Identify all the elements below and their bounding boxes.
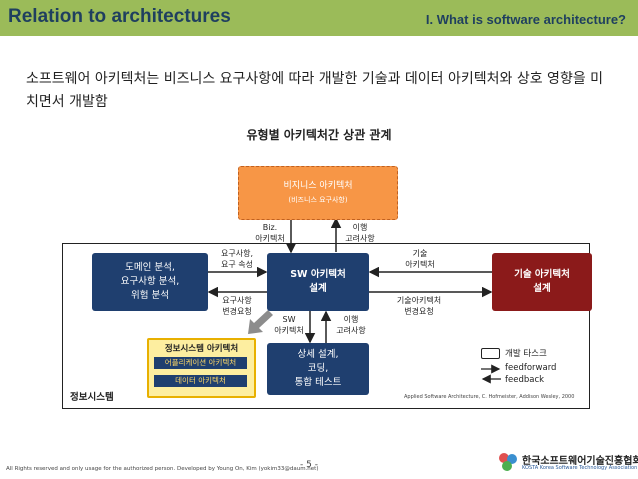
- sw-box-line1: SW 아키텍처: [290, 269, 346, 280]
- legend-task-label: 개발 타스크: [505, 349, 547, 359]
- label-tech-change: 기술아키텍처 변경요청: [396, 296, 442, 316]
- legend-feedback-label: feedback: [505, 375, 545, 385]
- info-system-architecture-box: 정보시스템 아키텍처 어플리케이션 아키텍처 데이터 아키텍처: [147, 338, 256, 398]
- domain-box-line2: 요구사항 분석,: [120, 276, 180, 287]
- application-architecture-item: 어플리케이션 아키텍처: [154, 357, 247, 369]
- domain-analysis-box: 도메인 분석, 요구사항 분석, 위험 분석: [92, 253, 208, 311]
- label-sw-architecture: SW 아키텍처: [274, 315, 304, 335]
- tech-box-line1: 기술 아키텍처: [514, 269, 570, 280]
- kosta-logo-icon: [499, 453, 517, 471]
- business-box-line2: (비즈니스 요구사항): [288, 196, 348, 204]
- diagram-title: 유형별 아키텍처간 상관 관계: [246, 128, 392, 142]
- business-box-line1: 비지니스 아키텍처: [283, 181, 353, 191]
- gray-pointer-arrow: [248, 310, 273, 334]
- header-bar: [0, 0, 638, 36]
- business-architecture-box: 비지니스 아키텍처 (비즈니스 요구사항): [238, 166, 398, 220]
- label-biz-architecture: Biz. 아키텍처: [255, 223, 285, 243]
- citation-text: Applied Software Architecture, C. Hofmei…: [404, 394, 575, 400]
- label-requirements-change: 요구사항 변경요청: [222, 296, 252, 316]
- tech-box-line2: 설계: [533, 283, 551, 294]
- label-requirements-attributes: 요구사항, 요구 속성: [221, 249, 253, 269]
- logo-english-name: KOSTA Korea Software Technology Associat…: [522, 465, 638, 471]
- info-system-title: 정보시스템 아키텍처: [164, 344, 239, 354]
- footer-rights: All Rights reserved and only usage for t…: [6, 466, 319, 472]
- detail-box-line3: 통합 테스트: [294, 377, 342, 388]
- sw-architecture-box: SW 아키텍처 설계: [267, 253, 369, 311]
- detail-box-line1: 상세 설계,: [297, 349, 339, 360]
- info-system-frame: [62, 243, 590, 409]
- section-title: I. What is software architecture?: [425, 12, 626, 27]
- slide-title: Relation to architectures: [8, 6, 231, 27]
- detail-box-line2: 코딩,: [307, 363, 329, 374]
- label-transition-bottom: 이행 고려사항: [336, 315, 366, 335]
- label-transition-top: 이행 고려사항: [345, 223, 375, 243]
- domain-box-line1: 도메인 분석,: [125, 262, 175, 273]
- legend-task-icon: [481, 348, 500, 359]
- organization-logo: 한국소프트웨어기술진흥협회 KOSTA Korea Software Techn…: [496, 450, 638, 476]
- legend-feedforward-label: feedforward: [505, 363, 557, 373]
- detail-design-box: 상세 설계, 코딩, 통합 테스트: [267, 343, 369, 395]
- page-number: - 5 -: [300, 460, 318, 470]
- label-tech-architecture: 기술 아키텍처: [405, 249, 435, 269]
- headline-text: 소프트웨어 아키텍처는 비즈니스 요구사항에 따라 개발한 기술과 데이터 아키…: [26, 71, 604, 110]
- tech-architecture-box: 기술 아키텍처 설계: [492, 253, 592, 311]
- info-system-frame-label: 정보시스템: [70, 392, 114, 403]
- sw-box-line2: 설계: [309, 283, 327, 294]
- domain-box-line3: 위험 분석: [131, 290, 169, 301]
- data-architecture-item: 데이터 아키텍처: [154, 375, 247, 387]
- logo-name: 한국소프트웨어기술진흥협회: [522, 456, 638, 467]
